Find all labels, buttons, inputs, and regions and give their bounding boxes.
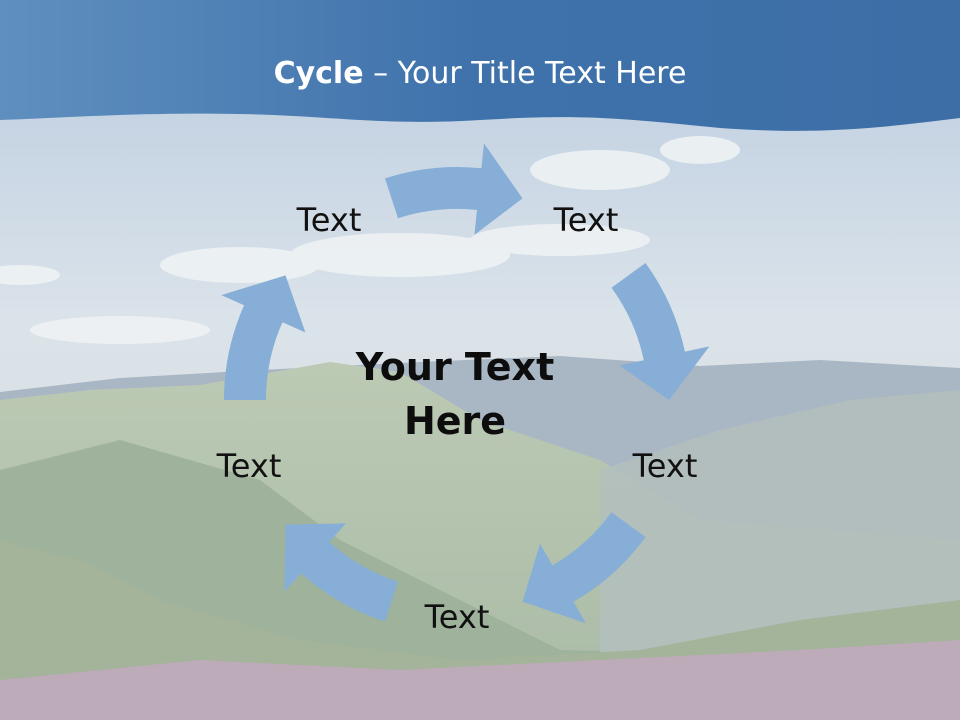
arrow-upper-left-icon	[221, 275, 306, 400]
slide-title: Cycle – Your Title Text Here	[0, 52, 960, 96]
arrow-left-icon	[284, 523, 398, 622]
cycle-label-bottom: Text	[424, 598, 490, 636]
title-rest: – Your Title Text Here	[363, 56, 687, 91]
center-text: Your Text Here	[300, 340, 610, 448]
arrow-bottom-icon	[522, 512, 646, 624]
cycle-label-top-left: Text	[296, 201, 362, 239]
cycle-label-left: Text	[216, 447, 282, 485]
arrow-top-icon	[385, 143, 523, 235]
center-text-line1: Your Text	[355, 345, 555, 389]
title-bold: Cycle	[273, 56, 364, 91]
cycle-label-top-right: Text	[553, 201, 619, 239]
center-text-line2: Here	[403, 399, 507, 443]
arrow-right-icon	[611, 263, 710, 400]
cycle-label-right: Text	[632, 447, 698, 485]
